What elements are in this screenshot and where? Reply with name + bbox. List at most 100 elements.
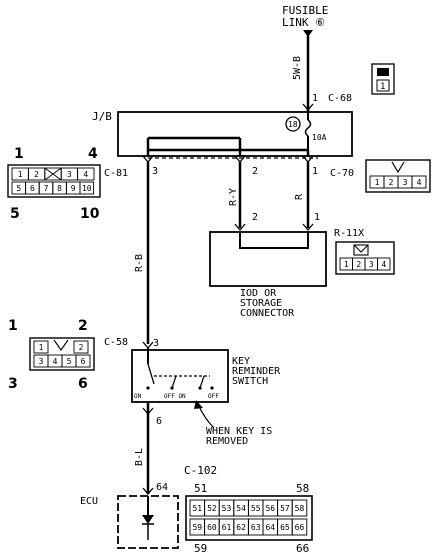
r11x-pin: 1 (344, 260, 349, 269)
iod-jumper (239, 232, 309, 249)
c102-pin-cell (291, 499, 308, 517)
c58-pin: 6 (81, 357, 86, 366)
c68-connector-face: 1 (371, 63, 395, 95)
svg-text:1: 1 (8, 318, 18, 334)
c70-pin: 2 (389, 178, 394, 187)
r11x-pin: 2 (356, 260, 361, 269)
junction-block-label: J/B (92, 110, 112, 123)
c81-pin: 6 (30, 184, 35, 193)
switch-off-on: OFF ON (164, 393, 186, 400)
r11x-pin-cell (377, 257, 391, 271)
c58-pin: 4 (53, 357, 58, 366)
c102-pin: 58 (295, 504, 305, 513)
svg-text:51: 51 (194, 482, 207, 495)
svg-text:1: 1 (14, 146, 24, 162)
switch-off-right: OFF (208, 393, 219, 400)
svg-text:4: 4 (88, 146, 98, 162)
switch-label-2: REMINDER (232, 366, 281, 377)
c70-pin: 4 (417, 178, 422, 187)
fusible-link-label-1: FUSIBLE (282, 4, 328, 17)
svg-text:59: 59 (194, 542, 207, 555)
switch-label-1: KEY (232, 356, 250, 367)
r11x-pin-1: 1 (314, 212, 320, 223)
svg-text:3: 3 (8, 376, 18, 392)
fusible-link-arrow (303, 30, 313, 37)
fusible-link-label-2: LINK ⑥ (282, 16, 325, 29)
c81-pin-cell (79, 181, 95, 195)
c68-chevron (302, 103, 314, 112)
c102-pin: 65 (280, 523, 290, 532)
svg-text:66: 66 (296, 542, 309, 555)
c81-pin: 4 (83, 170, 88, 179)
ecu-diode (142, 515, 154, 524)
wire-color-5w-b: 5W-B (292, 56, 303, 80)
svg-text:58: 58 (296, 482, 309, 495)
svg-text:2: 2 (78, 318, 88, 334)
c102-pin: 64 (156, 482, 168, 493)
fuse-number: 18 (288, 120, 298, 129)
switch-label-3: SWITCH (232, 376, 268, 387)
c102-pin: 51 (192, 504, 202, 513)
iod-label-2: STORAGE (240, 298, 282, 309)
r11x-id: R-11X (334, 228, 364, 239)
r11x-pin: 4 (381, 260, 386, 269)
switch-on-left: ON (134, 393, 142, 400)
c58-pin-cell (75, 354, 91, 368)
c102-pin: 52 (207, 504, 217, 513)
c81-pin: 5 (16, 184, 21, 193)
svg-text:10: 10 (80, 206, 100, 222)
ecu-label: ECU (80, 496, 98, 507)
c58-pin: 3 (39, 357, 44, 366)
c58-pin: 2 (79, 343, 84, 352)
c58-pin-6: 6 (156, 416, 162, 427)
r11x-pin-2: 2 (252, 212, 258, 223)
r11x-pin: 3 (369, 260, 374, 269)
wire-color-r-y: R-Y (228, 188, 239, 206)
c70-pin-cell (411, 175, 427, 189)
switch-contact (147, 363, 155, 385)
c81-pin: 1 (18, 170, 23, 179)
c81-pin: 2 (34, 170, 39, 179)
note-line-2: REMOVED (206, 436, 248, 447)
c70-pin-2: 2 (252, 166, 258, 177)
iod-storage-connector (209, 231, 327, 287)
wire-color-b-l: B-L (134, 448, 145, 466)
c102-pin: 60 (207, 523, 217, 532)
c102-pin: 56 (265, 504, 275, 513)
fuse-symbol (304, 119, 312, 137)
c102-pin: 57 (280, 504, 290, 513)
c81-id: C-81 (104, 168, 128, 179)
c102-pin: 59 (192, 523, 202, 532)
fuse-rating: 10A (312, 133, 327, 142)
svg-text:1: 1 (380, 82, 385, 92)
iod-label-3: CONNECTOR (240, 308, 295, 319)
c81-pin: 9 (71, 184, 76, 193)
c102-pin-cell (291, 518, 308, 536)
c58-pin-3: 3 (153, 338, 159, 349)
c81-pin-cell (77, 167, 95, 181)
c70-pin: 1 (375, 178, 380, 187)
c102-pin: 64 (265, 523, 275, 532)
iod-label-1: IOD OR (240, 288, 277, 299)
c68-id: C-68 (328, 93, 352, 104)
c58-pin: 1 (39, 343, 44, 352)
c81-pin: 10 (82, 184, 92, 193)
c70-id: C-70 (330, 168, 354, 179)
c102-pin: 54 (236, 504, 246, 513)
c102-pin: 55 (251, 504, 261, 513)
svg-text:5: 5 (10, 206, 20, 222)
svg-text:6: 6 (78, 376, 88, 392)
c81-pin: 3 (67, 170, 72, 179)
c81-blank-cavity (44, 167, 62, 181)
wire-color-r: R (294, 193, 305, 200)
c68-pin: 1 (312, 93, 318, 104)
c58-id: C-58 (104, 337, 128, 348)
c58-pin-cell (73, 340, 89, 354)
c102-pin: 61 (222, 523, 232, 532)
